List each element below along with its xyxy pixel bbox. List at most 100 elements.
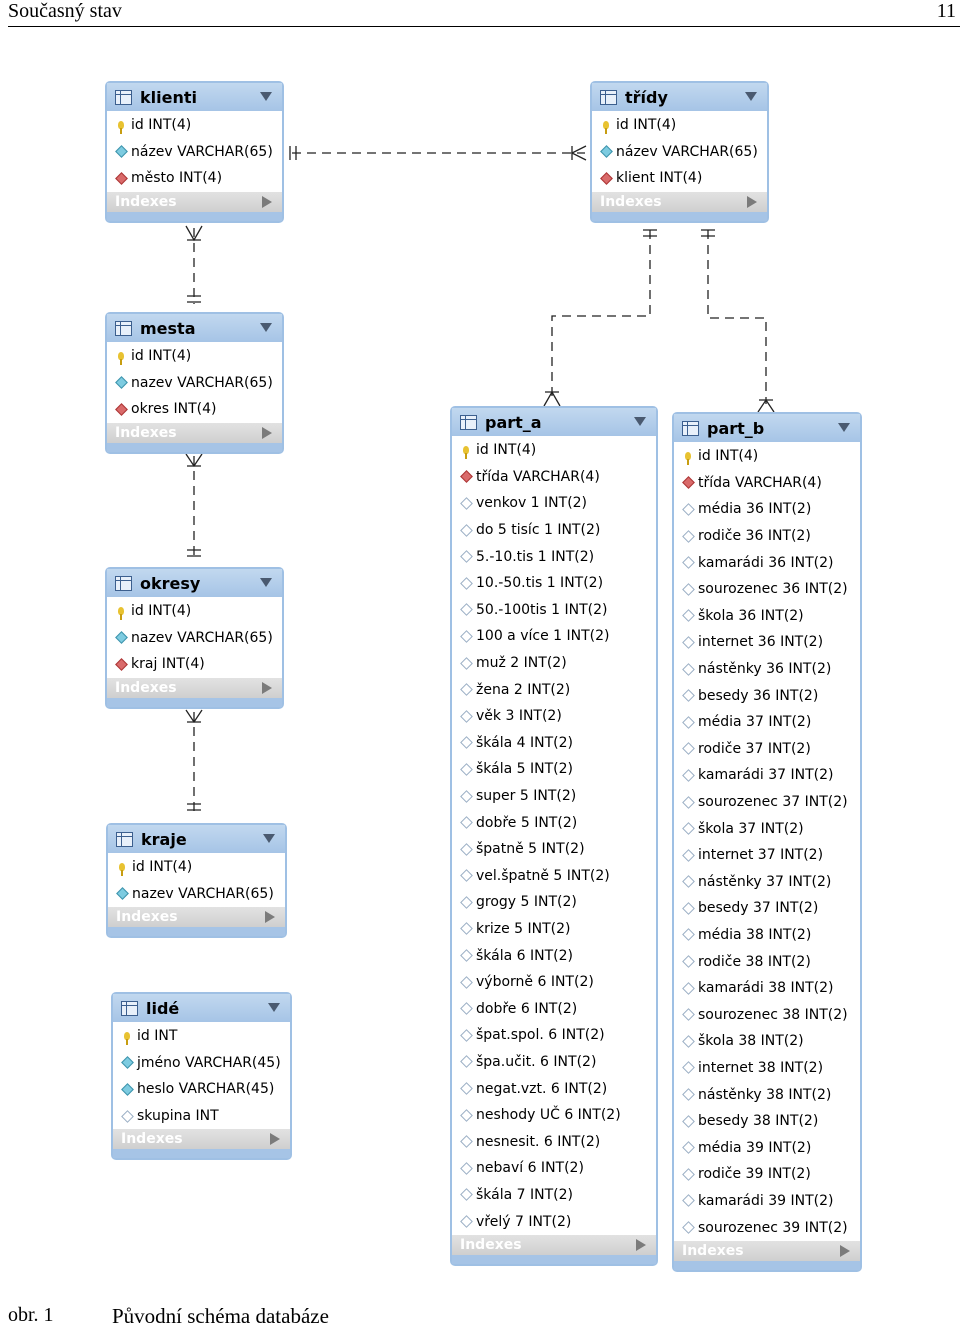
table-header[interactable]: třídy [592, 83, 767, 111]
column-row[interactable]: super 5 INT(2) [452, 783, 656, 810]
column-row[interactable]: internet 38 INT(2) [674, 1055, 860, 1082]
table-klienti[interactable]: klienti id INT(4)název VARCHAR(65)město … [105, 81, 284, 223]
column-row[interactable]: besedy 36 INT(2) [674, 682, 860, 709]
column-row[interactable]: id INT(4) [107, 112, 282, 139]
collapse-caret-icon[interactable] [260, 323, 272, 332]
column-row[interactable]: škola 37 INT(2) [674, 815, 860, 842]
column-row[interactable]: besedy 38 INT(2) [674, 1108, 860, 1135]
table-header[interactable]: lidé [113, 994, 290, 1022]
table-header[interactable]: mesta [107, 314, 282, 342]
column-row[interactable]: třída VARCHAR(4) [452, 464, 656, 491]
table-okresy[interactable]: okresy id INT(4)nazev VARCHAR(65)kraj IN… [105, 567, 284, 709]
column-row[interactable]: id INT(4) [108, 854, 285, 881]
table-part-a[interactable]: part_a id INT(4)třída VARCHAR(4)venkov 1… [450, 406, 658, 1266]
column-row[interactable]: média 38 INT(2) [674, 922, 860, 949]
column-row[interactable]: 100 a více 1 INT(2) [452, 623, 656, 650]
expand-arrow-icon[interactable] [270, 1133, 280, 1146]
column-row[interactable]: dobře 6 INT(2) [452, 995, 656, 1022]
expand-arrow-icon[interactable] [262, 681, 272, 694]
indexes-bar[interactable]: Indexes [108, 907, 285, 928]
expand-arrow-icon[interactable] [262, 195, 272, 208]
column-row[interactable]: sourozenec 36 INT(2) [674, 576, 860, 603]
expand-arrow-icon[interactable] [840, 1244, 850, 1257]
collapse-caret-icon[interactable] [263, 834, 275, 843]
expand-arrow-icon[interactable] [262, 426, 272, 439]
table-header[interactable]: okresy [107, 569, 282, 597]
table-part-b[interactable]: part_b id INT(4)třída VARCHAR(4)média 36… [672, 412, 862, 1272]
column-row[interactable]: venkov 1 INT(2) [452, 490, 656, 517]
column-row[interactable]: okres INT(4) [107, 396, 282, 423]
column-row[interactable]: špatně 5 INT(2) [452, 836, 656, 863]
column-row[interactable]: internet 36 INT(2) [674, 629, 860, 656]
column-row[interactable]: id INT(4) [107, 598, 282, 625]
indexes-bar[interactable]: Indexes [113, 1129, 290, 1150]
column-row[interactable]: kamarádi 39 INT(2) [674, 1188, 860, 1215]
table-kraje[interactable]: kraje id INT(4)nazev VARCHAR(65) Indexes [106, 823, 287, 939]
column-row[interactable]: rodiče 36 INT(2) [674, 523, 860, 550]
table-header[interactable]: part_b [674, 414, 860, 442]
column-row[interactable]: nástěnky 38 INT(2) [674, 1081, 860, 1108]
column-row[interactable]: kamarádi 38 INT(2) [674, 975, 860, 1002]
column-row[interactable]: grogy 5 INT(2) [452, 889, 656, 916]
column-row[interactable]: kamarádi 36 INT(2) [674, 549, 860, 576]
column-row[interactable]: rodiče 39 INT(2) [674, 1161, 860, 1188]
column-row[interactable]: krize 5 INT(2) [452, 916, 656, 943]
column-row[interactable]: 50.-100tis 1 INT(2) [452, 597, 656, 624]
column-row[interactable]: špa.učit. 6 INT(2) [452, 1049, 656, 1076]
column-row[interactable]: žena 2 INT(2) [452, 676, 656, 703]
column-row[interactable]: nástěnky 36 INT(2) [674, 656, 860, 683]
collapse-caret-icon[interactable] [268, 1003, 280, 1012]
column-row[interactable]: negat.vzt. 6 INT(2) [452, 1075, 656, 1102]
column-row[interactable]: 10.-50.tis 1 INT(2) [452, 570, 656, 597]
column-row[interactable]: třída VARCHAR(4) [674, 470, 860, 497]
column-row[interactable]: internet 37 INT(2) [674, 842, 860, 869]
table-header[interactable]: part_a [452, 408, 656, 436]
column-row[interactable]: sourozenec 39 INT(2) [674, 1214, 860, 1241]
column-row[interactable]: nástěnky 37 INT(2) [674, 869, 860, 896]
column-row[interactable]: heslo VARCHAR(45) [113, 1076, 290, 1103]
column-row[interactable]: klient INT(4) [592, 165, 767, 192]
column-row[interactable]: sourozenec 38 INT(2) [674, 1001, 860, 1028]
column-row[interactable]: škála 5 INT(2) [452, 756, 656, 783]
column-row[interactable]: kamarádi 37 INT(2) [674, 762, 860, 789]
column-row[interactable]: škála 7 INT(2) [452, 1182, 656, 1209]
column-row[interactable]: město INT(4) [107, 165, 282, 192]
column-row[interactable]: název VARCHAR(65) [107, 139, 282, 166]
collapse-caret-icon[interactable] [260, 578, 272, 587]
indexes-bar[interactable]: Indexes [107, 422, 282, 443]
column-row[interactable]: média 39 INT(2) [674, 1134, 860, 1161]
column-row[interactable]: skupina INT [113, 1103, 290, 1130]
column-row[interactable]: média 36 INT(2) [674, 496, 860, 523]
column-row[interactable]: id INT [113, 1023, 290, 1050]
table-tridy[interactable]: třídy id INT(4)název VARCHAR(65)klient I… [590, 81, 769, 223]
column-row[interactable]: nazev VARCHAR(65) [107, 370, 282, 397]
collapse-caret-icon[interactable] [745, 92, 757, 101]
indexes-bar[interactable]: Indexes [592, 191, 767, 212]
collapse-caret-icon[interactable] [634, 417, 646, 426]
column-row[interactable]: věk 3 INT(2) [452, 703, 656, 730]
column-row[interactable]: dobře 5 INT(2) [452, 809, 656, 836]
indexes-bar[interactable]: Indexes [674, 1240, 860, 1261]
column-row[interactable]: sourozenec 37 INT(2) [674, 789, 860, 816]
indexes-bar[interactable]: Indexes [452, 1234, 656, 1255]
column-row[interactable]: do 5 tisíc 1 INT(2) [452, 517, 656, 544]
expand-arrow-icon[interactable] [636, 1238, 646, 1251]
column-row[interactable]: nebaví 6 INT(2) [452, 1155, 656, 1182]
column-row[interactable]: id INT(4) [674, 443, 860, 470]
column-row[interactable]: muž 2 INT(2) [452, 650, 656, 677]
column-row[interactable]: vřelý 7 INT(2) [452, 1208, 656, 1235]
column-row[interactable]: nazev VARCHAR(65) [107, 625, 282, 652]
table-header[interactable]: kraje [108, 825, 285, 853]
column-row[interactable]: výborně 6 INT(2) [452, 969, 656, 996]
column-row[interactable]: škála 4 INT(2) [452, 730, 656, 757]
expand-arrow-icon[interactable] [747, 195, 757, 208]
collapse-caret-icon[interactable] [838, 423, 850, 432]
indexes-bar[interactable]: Indexes [107, 677, 282, 698]
column-row[interactable]: vel.špatně 5 INT(2) [452, 863, 656, 890]
column-row[interactable]: škola 38 INT(2) [674, 1028, 860, 1055]
column-row[interactable]: id INT(4) [452, 437, 656, 464]
indexes-bar[interactable]: Indexes [107, 191, 282, 212]
expand-arrow-icon[interactable] [265, 911, 275, 924]
column-row[interactable]: špat.spol. 6 INT(2) [452, 1022, 656, 1049]
